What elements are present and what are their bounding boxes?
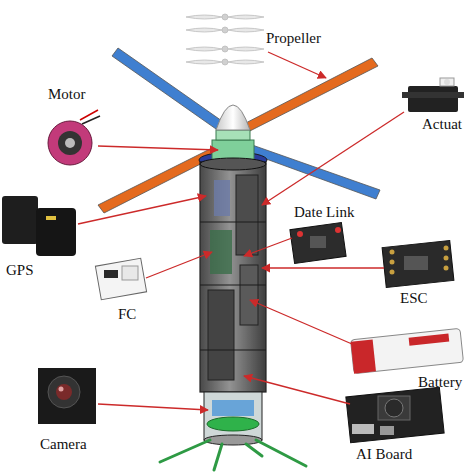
part-label: Propeller [266,30,321,47]
leader-lines [78,52,404,410]
part-label: ESC [400,290,428,307]
propeller-pictures [186,14,264,65]
landing-legs [160,440,306,470]
actuator-picture [402,78,464,112]
part-label: Actuat [422,116,462,133]
part-label: FC [118,306,136,323]
camera-picture [38,368,96,424]
gps-picture [2,196,76,256]
battery-picture [351,328,464,373]
part-label: GPS [6,262,34,279]
part-label: Date Link [294,204,354,221]
part-label: AI Board [356,446,412,463]
part-label: Motor [48,86,86,103]
fuselage-tube [200,158,266,445]
fc-picture [95,258,146,299]
part-label: Camera [40,436,87,453]
motor-picture [48,110,100,165]
part-label: Battery [418,374,462,391]
data-link-picture [290,223,346,264]
ai-board-picture [346,387,444,443]
esc-picture [382,241,454,288]
